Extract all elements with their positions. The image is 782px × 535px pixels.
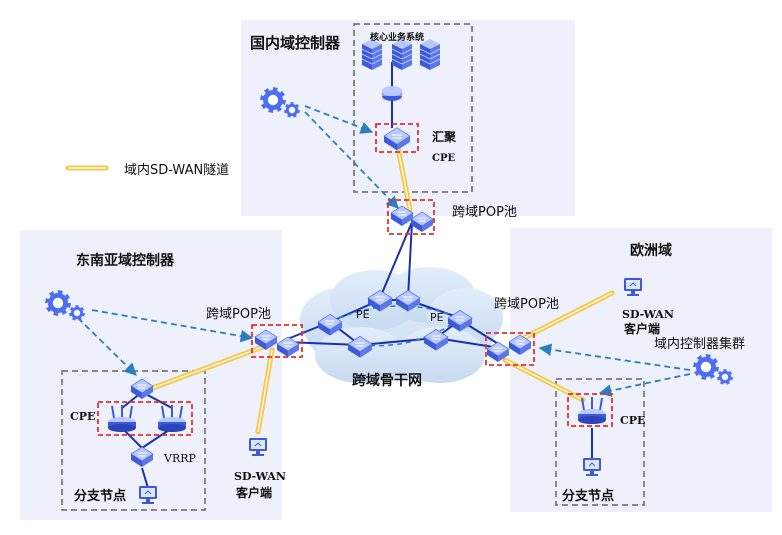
pe-router-icon <box>447 309 473 332</box>
cpe-router-icon <box>108 405 136 432</box>
europe-client-label-1: SD-WAN <box>622 308 674 321</box>
pe-left-label: PE <box>356 308 370 321</box>
sea-cpe-routers <box>108 397 606 432</box>
vrrp-label: VRRP <box>163 452 197 465</box>
pc-monitor-icon <box>583 458 601 476</box>
sea-client-label-2: 客户端 <box>235 485 272 500</box>
europe-branch-box <box>555 378 645 506</box>
pe-right-label: PE <box>430 311 444 324</box>
pop-switch-icon <box>390 205 414 227</box>
top-pop-label: 跨域POP池 <box>452 205 517 220</box>
europe-client-label-2: 客户端 <box>623 321 660 336</box>
pop-switch-icon <box>254 329 278 351</box>
server-icon <box>361 39 383 70</box>
europe-pop-label: 跨域POP池 <box>494 297 559 312</box>
core-system-box <box>353 23 473 193</box>
server-icon <box>391 39 413 70</box>
control-arrows <box>77 105 691 397</box>
sdwan-client-monitor-icon <box>249 438 267 456</box>
aggregation-cpe-label: CPE <box>432 153 455 164</box>
gear-icon <box>45 290 71 316</box>
server-icon <box>419 39 441 70</box>
branch-switch-icon <box>130 378 154 400</box>
router-icon <box>382 86 402 101</box>
pe-router-icon <box>347 335 373 358</box>
sea-controller-label: 东南亚域控制器 <box>76 252 175 269</box>
europe-label: 欧洲域 <box>630 242 672 259</box>
core-system-label: 核心业务系统 <box>370 31 424 43</box>
cpe-router-icon <box>578 397 606 424</box>
pop-switch-icon <box>410 211 434 233</box>
pe-router-icon <box>317 313 343 336</box>
europe-region <box>510 228 772 512</box>
pop-switch-icon <box>508 334 532 356</box>
branch-switch-icon <box>130 446 154 468</box>
gear-icon <box>717 369 733 385</box>
gear-icon <box>69 305 85 321</box>
gear-icon <box>693 354 719 380</box>
aggregation-label: 汇聚 <box>432 130 457 144</box>
cpe-router-icon <box>158 405 186 432</box>
server-icons <box>361 39 441 70</box>
sea-cpe-label: CPE <box>70 410 95 423</box>
sea-region <box>20 230 282 520</box>
sea-pop-label: 跨域POP池 <box>206 307 271 322</box>
gear-icon <box>284 102 300 118</box>
legend-label: 域内SD-WAN隧道 <box>124 162 229 178</box>
backbone-label: 跨域骨干网 <box>352 372 422 389</box>
sea-client-label-1: SD-WAN <box>234 470 286 483</box>
pe-router-icon <box>423 328 449 351</box>
pe-router-icon <box>395 289 421 312</box>
pop-switch-icon <box>276 336 300 358</box>
europe-branch-label: 分支节点 <box>562 488 614 504</box>
sea-branch-label: 分支节点 <box>74 488 126 504</box>
domestic-controller-label: 国内域控制器 <box>250 34 341 52</box>
pc-monitor-icon <box>139 486 157 504</box>
pop-switch-icon <box>486 341 510 363</box>
pe-router-icon <box>367 289 393 312</box>
europe-cpe-label: CPE <box>620 414 645 427</box>
sdwan-client-monitor-icon <box>624 278 642 296</box>
pe-ring <box>329 305 462 347</box>
aggregation-cpe-icon <box>383 127 411 151</box>
highlight-boxes <box>97 123 613 436</box>
controller-cluster-label: 域内控制器集群 <box>654 336 745 352</box>
gear-icon <box>260 87 286 113</box>
